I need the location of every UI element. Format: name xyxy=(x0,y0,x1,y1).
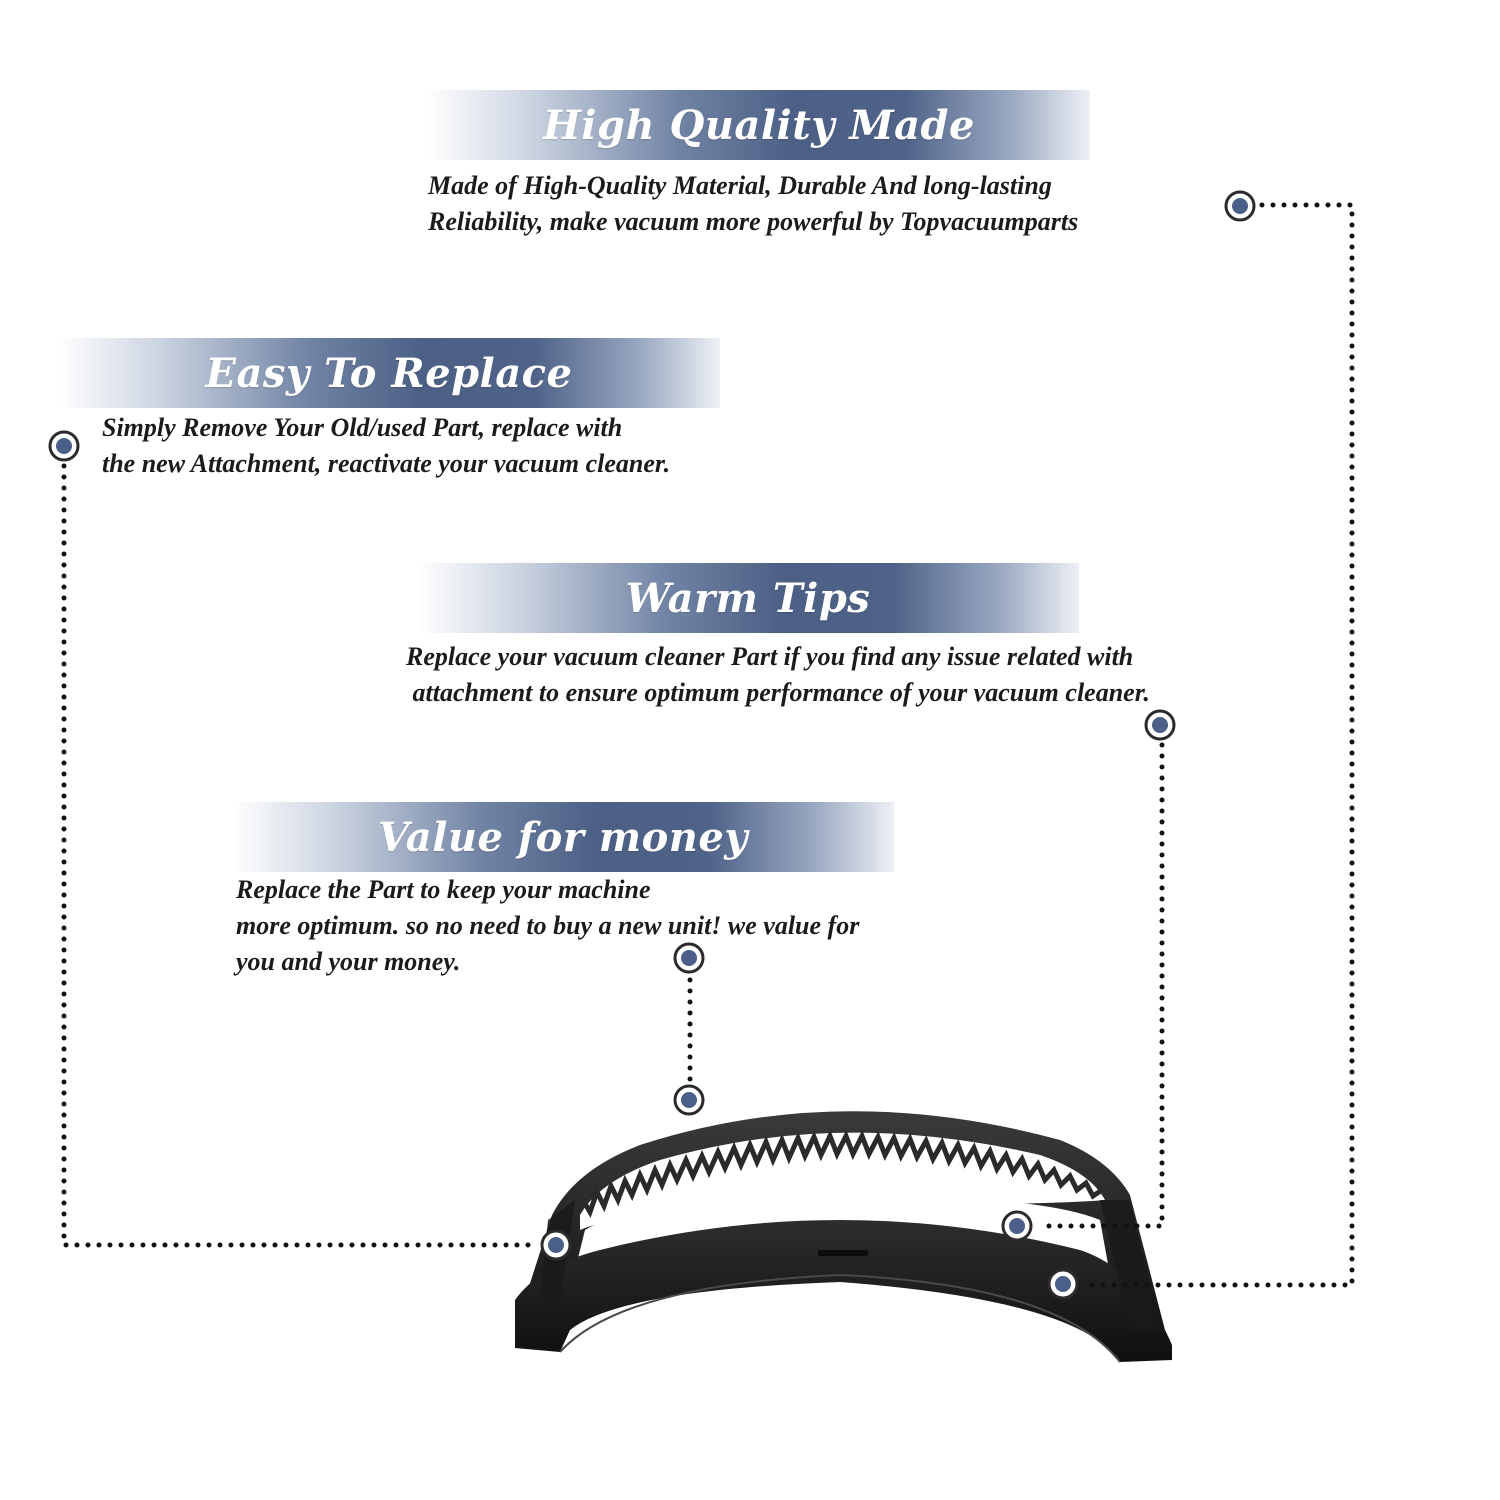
banner-warm-tips: Warm Tips xyxy=(417,563,1079,633)
desc-line: Replace your vacuum cleaner Part if you … xyxy=(406,642,1134,671)
desc-line: more optimum. so no need to buy a new un… xyxy=(236,911,860,940)
desc-line: Replace the Part to keep your machine xyxy=(236,875,651,904)
desc-high-quality: Made of High-Quality Material, Durable A… xyxy=(428,168,1078,240)
target-dot-icon xyxy=(1047,1268,1079,1300)
banner-title-warm-tips: Warm Tips xyxy=(625,574,871,622)
brush-attachment xyxy=(515,1111,1172,1363)
target-dot-icon xyxy=(48,430,80,462)
banner-title-high-quality: High Quality Made xyxy=(543,101,975,149)
banner-value-money: Value for money xyxy=(232,802,894,872)
desc-line: Made of High-Quality Material, Durable A… xyxy=(428,171,1052,200)
target-dot-icon xyxy=(673,1084,705,1116)
target-dot-icon xyxy=(1224,190,1256,222)
target-dot-icon xyxy=(1001,1210,1033,1242)
desc-warm-tips: Replace your vacuum cleaner Part if you … xyxy=(406,639,1150,711)
banner-title-value-money: Value for money xyxy=(377,813,749,861)
banner-high-quality: High Quality Made xyxy=(428,90,1090,160)
desc-line: Simply Remove Your Old/used Part, replac… xyxy=(102,413,623,442)
desc-line: you and your money. xyxy=(236,947,461,976)
desc-line: the new Attachment, reactivate your vacu… xyxy=(102,449,671,478)
target-dot-icon xyxy=(673,942,705,974)
banner-title-easy-replace: Easy To Replace xyxy=(205,349,573,397)
target-dot-icon xyxy=(1144,709,1176,741)
desc-easy-replace: Simply Remove Your Old/used Part, replac… xyxy=(102,410,670,482)
comb-teeth xyxy=(580,1129,1104,1218)
desc-line: Reliability, make vacuum more powerful b… xyxy=(428,207,1079,236)
banner-easy-replace: Easy To Replace xyxy=(58,338,720,408)
target-dot-icon xyxy=(540,1229,572,1261)
connector-lines xyxy=(61,202,1355,1288)
desc-value-money: Replace the Part to keep your machine mo… xyxy=(236,872,859,980)
desc-line: attachment to ensure optimum performance… xyxy=(406,678,1150,707)
